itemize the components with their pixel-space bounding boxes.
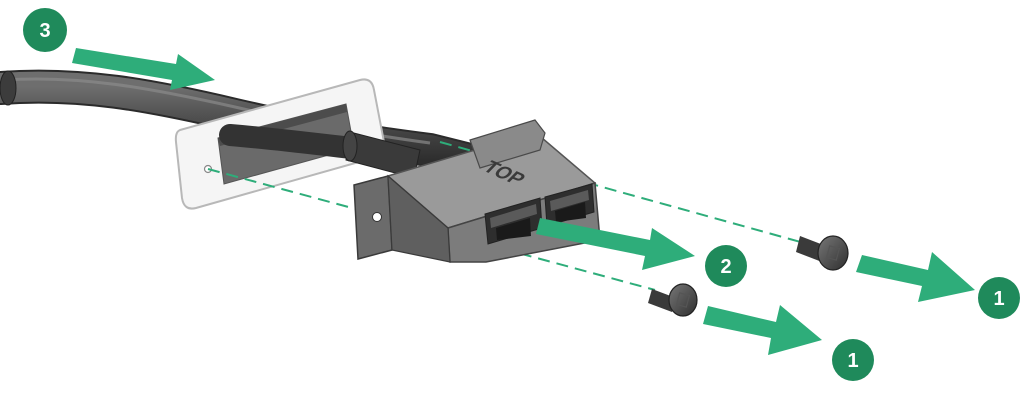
step-1-right-callout: 1 [978, 277, 1020, 319]
step-1-bottom-callout: 1 [832, 339, 874, 381]
arrow-step-1-bottom [703, 305, 822, 355]
screw-lower [648, 284, 697, 316]
step-3-callout: 3 [23, 8, 67, 52]
step-2-callout: 2 [705, 245, 747, 287]
step-1-bottom-label: 1 [847, 350, 858, 372]
step-1-right-label: 1 [993, 288, 1004, 310]
step-3-label: 3 [39, 20, 50, 42]
bracket-screw-hole [373, 213, 382, 222]
step-2-label: 2 [720, 256, 731, 278]
screw-upper [796, 236, 848, 270]
arrow-step-1-right [856, 252, 975, 302]
